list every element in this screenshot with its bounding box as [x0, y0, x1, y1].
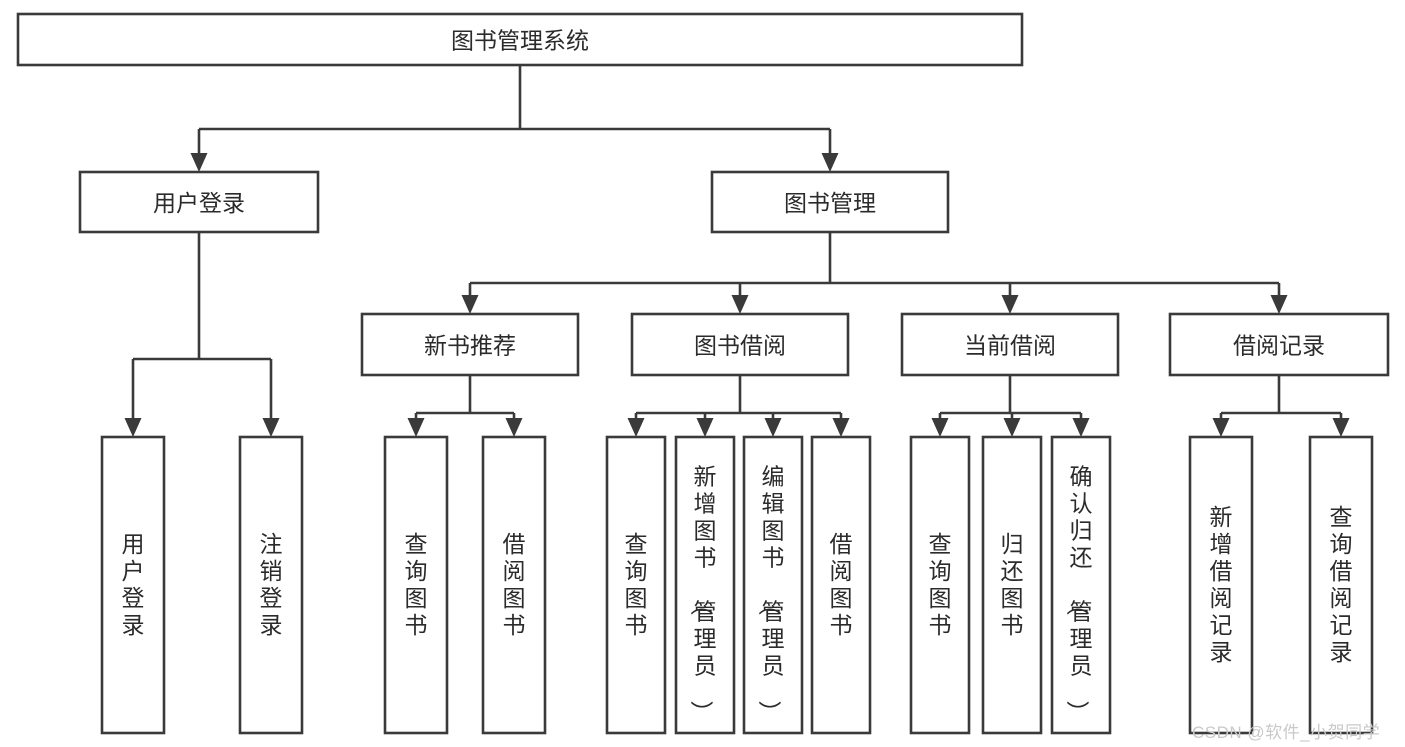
- node-label-root: 图书管理系统: [451, 28, 589, 54]
- node-label-leaf-add-borrow-record: 新增借阅记录: [1210, 504, 1233, 665]
- csdn-watermark: CSDN @软件_小贺同学: [1192, 723, 1381, 742]
- node-box-leaf-borrow-book-1: [481, 435, 547, 735]
- arrow-head-icon: [1332, 418, 1350, 437]
- node-box-leaf-query-book-2: [605, 435, 667, 735]
- node-leaf-logout-login[interactable]: 注销登录: [238, 435, 304, 735]
- node-box-user-login: [78, 170, 320, 234]
- node-root[interactable]: 图书管理系统: [16, 12, 1024, 67]
- node-current-borrow[interactable]: 当前借阅: [900, 312, 1120, 377]
- node-box-book-borrow: [630, 312, 850, 377]
- node-box-leaf-logout-login: [238, 435, 304, 735]
- connector-current-borrow: [931, 375, 1090, 437]
- node-box-leaf-query-book-3: [909, 435, 971, 735]
- node-box-leaf-confirm-return: [1050, 435, 1112, 735]
- node-leaf-return-book[interactable]: 归还图书: [981, 435, 1043, 735]
- connector-book-borrow: [627, 375, 850, 437]
- node-user-login[interactable]: 用户登录: [78, 170, 320, 234]
- node-label-leaf-query-book-3: 查询图书: [929, 531, 952, 638]
- arrow-head-icon: [696, 418, 714, 437]
- node-box-current-borrow: [900, 312, 1120, 377]
- arrow-head-icon: [1001, 295, 1019, 314]
- connector-layer: [124, 65, 1350, 437]
- node-label-book-borrow: 图书借阅: [694, 333, 786, 359]
- connector-book-management: [461, 232, 1288, 314]
- node-box-new-book-recommend: [360, 312, 580, 377]
- node-leaf-add-borrow-record[interactable]: 新增借阅记录: [1188, 435, 1254, 735]
- node-box-leaf-edit-book-admin: [742, 435, 804, 735]
- connector-root: [190, 65, 839, 172]
- node-label-new-book-recommend: 新书推荐: [424, 333, 516, 359]
- arrow-head-icon: [407, 418, 425, 437]
- arrow-head-icon: [1003, 418, 1021, 437]
- node-box-leaf-borrow-book-2: [810, 435, 872, 735]
- node-box-borrow-records: [1168, 312, 1390, 377]
- node-book-borrow[interactable]: 图书借阅: [630, 312, 850, 377]
- node-label-leaf-query-book-2: 查询图书: [625, 531, 648, 638]
- node-leaf-add-book-admin[interactable]: 新增图书（管理员）: [674, 435, 736, 735]
- arrow-head-icon: [821, 153, 839, 172]
- arrow-head-icon: [190, 153, 208, 172]
- node-box-leaf-add-book-admin: [674, 435, 736, 735]
- node-label-user-login: 用户登录: [153, 190, 245, 216]
- node-book-management[interactable]: 图书管理: [710, 170, 950, 234]
- node-box-book-management: [710, 170, 950, 234]
- node-leaf-query-book-1[interactable]: 查询图书: [383, 435, 449, 735]
- node-borrow-records[interactable]: 借阅记录: [1168, 312, 1390, 377]
- node-label-leaf-query-book-1: 查询图书: [405, 531, 428, 638]
- node-label-leaf-return-book: 归还图书: [1001, 531, 1024, 638]
- node-new-book-recommend[interactable]: 新书推荐: [360, 312, 580, 377]
- node-label-leaf-logout-login: 注销登录: [260, 531, 283, 638]
- arrow-head-icon: [124, 418, 142, 437]
- node-leaf-edit-book-admin[interactable]: 编辑图书（管理员）: [742, 435, 804, 735]
- arrow-head-icon: [832, 418, 850, 437]
- node-box-leaf-user-login: [100, 435, 166, 735]
- connector-borrow-records: [1212, 375, 1350, 437]
- arrow-head-icon: [1072, 418, 1090, 437]
- node-box-leaf-add-borrow-record: [1188, 435, 1254, 735]
- arrow-head-icon: [262, 418, 280, 437]
- node-label-leaf-add-book-admin: 新增图书（管理员）: [689, 464, 717, 724]
- node-leaf-query-book-2[interactable]: 查询图书: [605, 435, 667, 735]
- arrow-head-icon: [505, 418, 523, 437]
- node-leaf-borrow-book-1[interactable]: 借阅图书: [481, 435, 547, 735]
- arrow-head-icon: [461, 295, 479, 314]
- node-leaf-query-book-3[interactable]: 查询图书: [909, 435, 971, 735]
- node-label-leaf-borrow-book-1: 借阅图书: [503, 531, 526, 638]
- arrow-head-icon: [731, 295, 749, 314]
- arrow-head-icon: [1212, 418, 1230, 437]
- node-leaf-user-login[interactable]: 用户登录: [100, 435, 166, 735]
- node-leaf-borrow-book-2[interactable]: 借阅图书: [810, 435, 872, 735]
- node-box-leaf-query-book-1: [383, 435, 449, 735]
- node-label-leaf-edit-book-admin: 编辑图书（管理员）: [757, 464, 785, 724]
- connector-new-book-recommend: [407, 375, 523, 437]
- arrow-head-icon: [1270, 295, 1288, 314]
- node-leaf-confirm-return[interactable]: 确认归还（管理员）: [1050, 435, 1112, 735]
- arrow-head-icon: [764, 418, 782, 437]
- node-layer: 图书管理系统用户登录图书管理新书推荐图书借阅当前借阅借阅记录用户登录注销登录查询…: [16, 12, 1390, 735]
- node-label-leaf-borrow-book-2: 借阅图书: [830, 531, 853, 638]
- arrow-head-icon: [627, 418, 645, 437]
- node-box-root: [16, 12, 1024, 67]
- node-leaf-query-borrow-record[interactable]: 查询借阅记录: [1308, 435, 1374, 735]
- node-label-current-borrow: 当前借阅: [964, 333, 1056, 359]
- node-label-leaf-query-borrow-record: 查询借阅记录: [1330, 504, 1353, 665]
- node-label-leaf-user-login: 用户登录: [122, 531, 145, 638]
- node-box-leaf-query-borrow-record: [1308, 435, 1374, 735]
- node-label-leaf-confirm-return: 确认归还（管理员）: [1065, 464, 1093, 724]
- node-label-borrow-records: 借阅记录: [1233, 333, 1325, 359]
- connector-user-login: [124, 232, 280, 437]
- node-box-leaf-return-book: [981, 435, 1043, 735]
- arrow-head-icon: [931, 418, 949, 437]
- node-label-book-management: 图书管理: [784, 190, 876, 216]
